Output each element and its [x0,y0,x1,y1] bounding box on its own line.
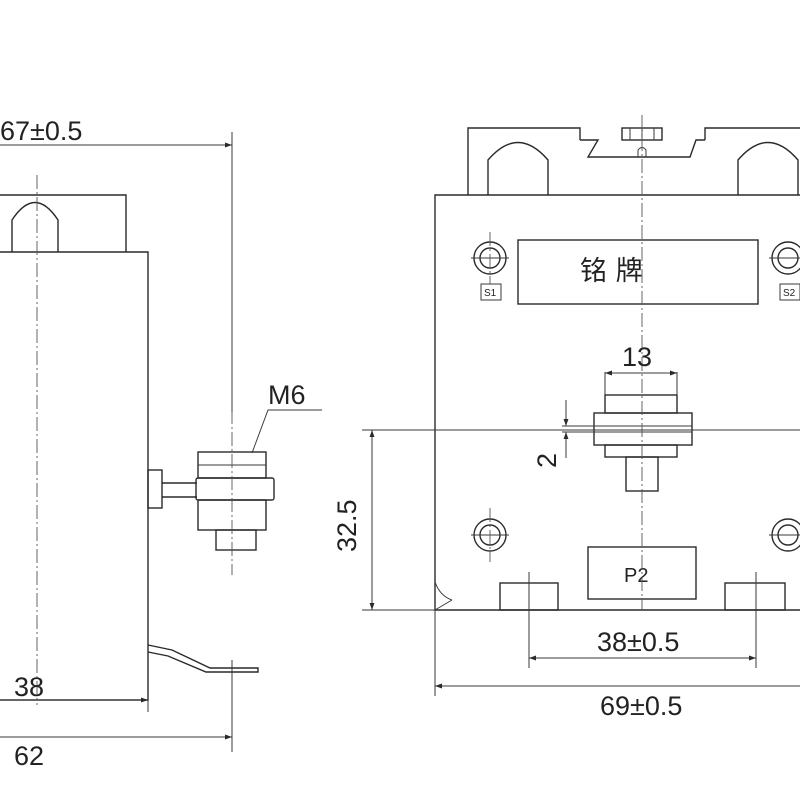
dim-busbar-thickness: 2 [532,453,562,468]
terminal-p2-label: P2 [624,565,648,587]
side-view: 67±0.5 38 62 M6 [0,116,322,771]
dim-busbar-width: 13 [622,342,652,372]
dim-mount-spacing: 38±0.5 [597,627,679,657]
thread-label: M6 [268,380,306,410]
dim-height: 32.5 [332,499,362,552]
terminal-screw-s2: S2 [769,241,800,301]
dim-front-width: 69±0.5 [600,691,682,721]
svg-text:S1: S1 [484,288,497,299]
svg-text:S2: S2 [783,288,796,299]
nameplate-label: 铭 牌 [580,256,643,287]
dim-top-width: 67±0.5 [0,116,82,146]
dim-side-inner: 38 [14,672,44,702]
front-view: 铭 牌 S1 S2 P2 [332,115,800,721]
nameplate-box [517,239,759,305]
dim-side-outer: 62 [14,741,44,771]
